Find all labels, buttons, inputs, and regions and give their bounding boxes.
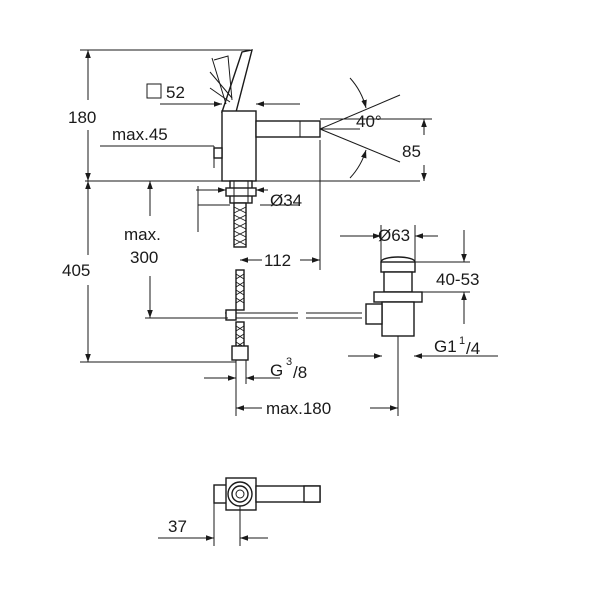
lever-handle: [209, 49, 253, 113]
label-52: 52: [166, 83, 185, 102]
label-40-53: 40-53: [436, 270, 479, 289]
label-max300-line2: 300: [130, 248, 158, 267]
label-max45: max.45: [112, 125, 168, 144]
label-112: 112: [264, 251, 291, 270]
label-180: 180: [68, 108, 96, 127]
label-63: Ø63: [378, 226, 410, 245]
label-37: 37: [168, 517, 187, 536]
dim-112: 112: [240, 140, 321, 270]
label-g38-sub: /8: [293, 363, 307, 382]
label-max300-line1: max.: [124, 225, 161, 244]
dim-40-angle: 40°: [319, 77, 401, 179]
dim-max300: max. 300: [124, 181, 228, 319]
popup-rod: [225, 309, 362, 321]
label-85: 85: [402, 142, 421, 161]
label-max180: max.180: [266, 399, 331, 418]
dim-max180: max.180: [235, 384, 399, 418]
dim-34: Ø34: [196, 186, 302, 232]
dim-37: 37: [158, 503, 268, 546]
label-g38: G: [270, 361, 283, 380]
popup-waste: [365, 256, 423, 408]
label-405: 405: [62, 261, 90, 280]
label-g1-sup: 1: [459, 335, 465, 347]
dim-max45: max.45: [100, 125, 215, 168]
dim-52: 52: [146, 83, 300, 107]
dim-405: 405: [62, 181, 236, 363]
supply-hose: [231, 202, 249, 361]
label-40-deg: 40°: [356, 112, 382, 131]
side-knob: [213, 147, 223, 159]
label-34: Ø34: [270, 191, 302, 210]
faucet-top-view: [213, 477, 321, 511]
dim-40-53: 40-53: [415, 230, 479, 324]
label-g1-sub: /4: [466, 339, 480, 358]
dim-g-three-eighths: G 3 /8: [204, 356, 307, 384]
faucet-spout: [255, 120, 321, 138]
label-g38-sup: 3: [286, 356, 292, 368]
dim-g1-quarter: G1 1 /4: [348, 335, 498, 359]
label-g1: G1: [434, 337, 457, 356]
dim-63: Ø63: [340, 225, 438, 262]
dim-180: 180: [68, 49, 250, 181]
dim-85: 85: [320, 118, 432, 181]
faucet-body: [221, 110, 257, 182]
